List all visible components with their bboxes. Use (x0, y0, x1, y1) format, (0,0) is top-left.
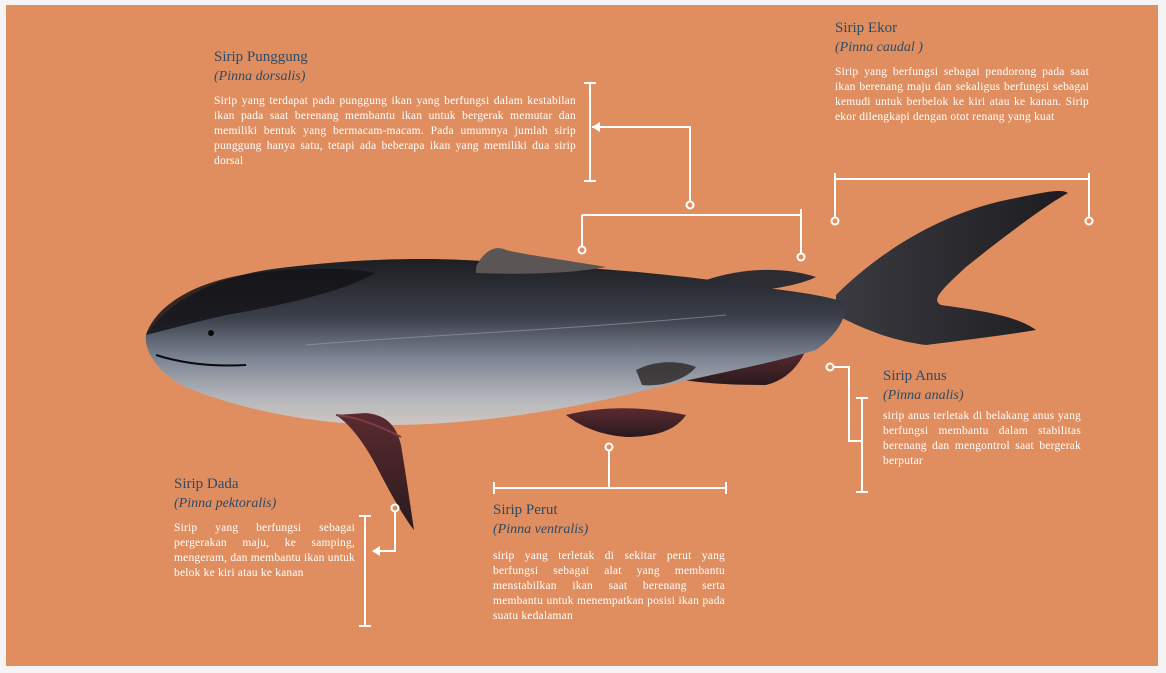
ventral-latin-name: (Pinna ventralis) (493, 520, 725, 539)
ventral-title: Sirip Perut (493, 501, 725, 520)
pectoral-arrowhead (372, 546, 380, 556)
caudal-latin-name: (Pinna caudal ) (835, 38, 1089, 57)
caudal-fin-callout: Sirip Ekor (Pinna caudal ) Sirip yang be… (835, 19, 1089, 125)
pectoral-fin-callout: Sirip Dada (Pinna pektoralis) Sirip yang… (174, 475, 355, 581)
anal-title: Sirip Anus (883, 367, 1081, 386)
dorsal-latin-name: (Pinna dorsalis) (214, 67, 576, 86)
dorsal-fin-callout: Sirip Punggung (Pinna dorsalis) Sirip ya… (214, 48, 576, 169)
dorsal-arrowhead (592, 122, 600, 132)
dorsal-title: Sirip Punggung (214, 48, 576, 67)
caudal-fin (836, 191, 1068, 345)
diagram-canvas: Sirip Punggung (Pinna dorsalis) Sirip ya… (6, 5, 1158, 666)
caudal-description: Sirip yang berfungsi sebagai pendorong p… (835, 65, 1089, 125)
anal-fin-callout: Sirip Anus (Pinna analis) sirip anus ter… (883, 367, 1081, 469)
dorsal-fin (476, 248, 606, 274)
dorsal-description: Sirip yang terdapat pada punggung ikan y… (214, 94, 576, 169)
caudal-title: Sirip Ekor (835, 19, 1089, 38)
ventral-fin-callout: Sirip Perut (Pinna ventralis) sirip yang… (493, 501, 725, 624)
anal-description: sirip anus terletak di belakang anus yan… (883, 409, 1081, 469)
pectoral-latin-name: (Pinna pektoralis) (174, 494, 355, 513)
pectoral-description: Sirip yang berfungsi sebagai pergerakan … (174, 521, 355, 581)
pectoral-title: Sirip Dada (174, 475, 355, 494)
ventral-fin (566, 408, 686, 437)
anal-latin-name: (Pinna analis) (883, 386, 1081, 405)
ventral-description: sirip yang terletak di sekitar perut yan… (493, 549, 725, 624)
